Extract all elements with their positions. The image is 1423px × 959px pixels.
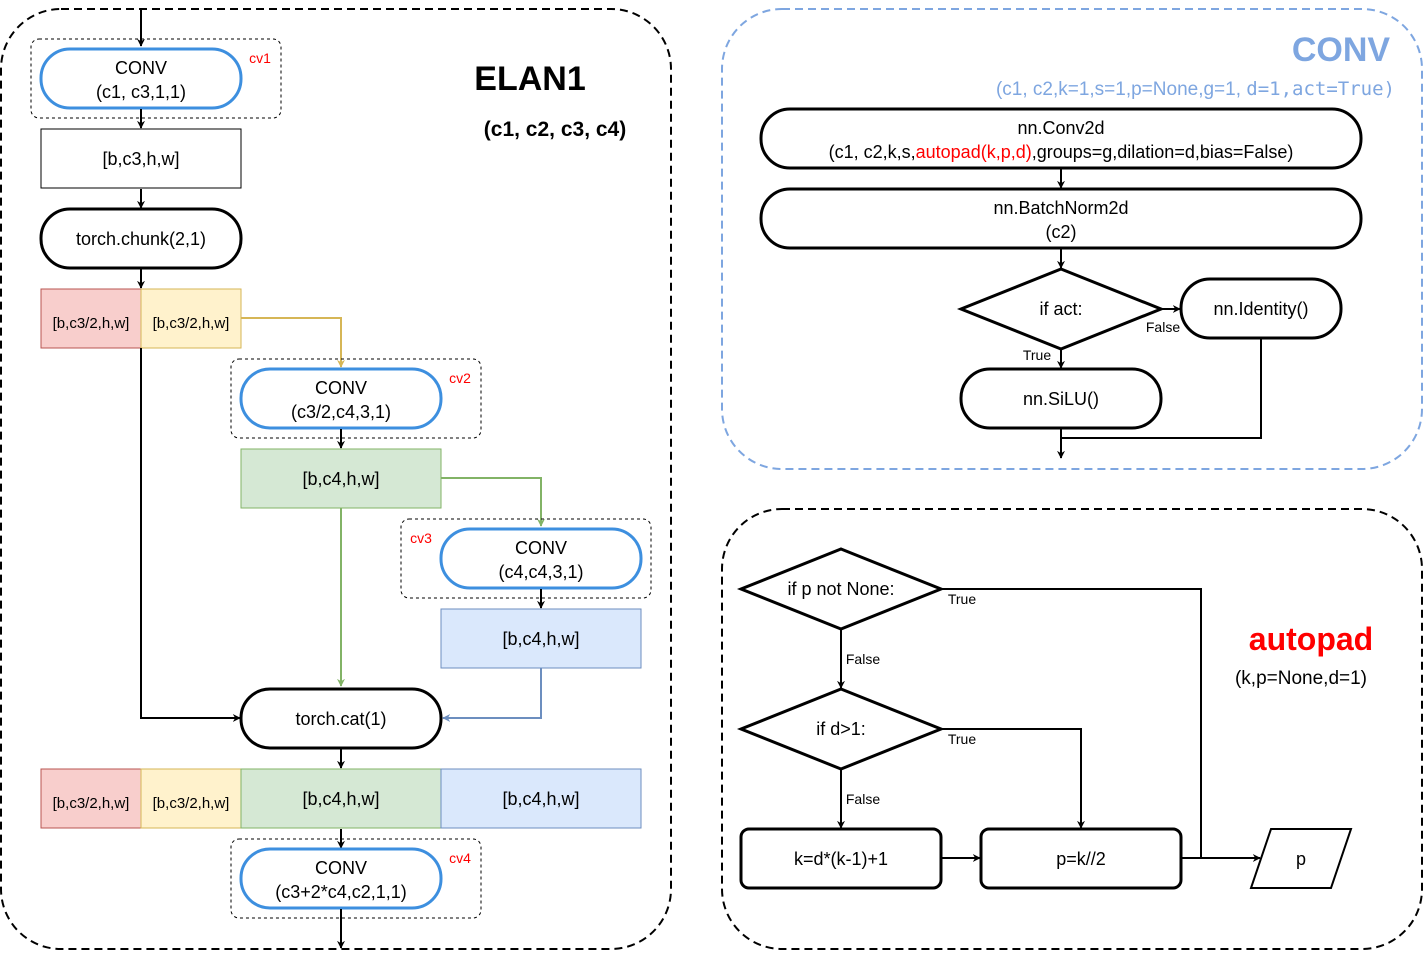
cv4-name: CONV: [315, 858, 367, 878]
cv4-conv-node: [239, 847, 443, 910]
bn-name: nn.BatchNorm2d: [993, 198, 1128, 218]
cv2-group: [230, 358, 482, 439]
conv-panel: [721, 8, 1423, 470]
cat-out-d-box: [440, 768, 642, 829]
conv2d-args: (c1, c2,k,s,autopad(k,p,d),groups=g,dila…: [829, 142, 1294, 162]
cv3-args: (c4,c4,3,1): [498, 562, 583, 582]
if-act-true: True: [1023, 347, 1051, 363]
if-d-true: True: [948, 731, 976, 747]
cat-out-a-label: [b,c3/2,h,w]: [53, 795, 130, 812]
chunk-node: [39, 207, 243, 270]
shape2-label: [b,c4,h,w]: [302, 469, 379, 489]
split-a-label: [b,c3/2,h,w]: [53, 315, 130, 332]
shape3-label: [b,c4,h,w]: [502, 629, 579, 649]
autopad-params: (k,p=None,d=1): [1235, 668, 1367, 689]
elan-title: ELAN1: [474, 60, 585, 98]
arrow-ifp-true: [941, 588, 1202, 858]
cv1-tag: cv1: [249, 50, 271, 66]
cat-out-b-box: [140, 768, 242, 829]
conv2d-args-pre: (c1, c2,k,s,: [829, 142, 916, 162]
arrow-split-a-cat: [140, 348, 241, 722]
cv1-group: [30, 38, 282, 119]
chunk-label: torch.chunk(2,1): [76, 229, 206, 249]
cv1-name: CONV: [115, 58, 167, 78]
if-p-true: True: [948, 591, 976, 607]
if-p-false: False: [846, 651, 880, 667]
cat-out-c-box: [240, 768, 442, 829]
conv-signature: (c1, c2,k=1,s=1,p=None,g=1, d=1,act=True…: [996, 78, 1395, 100]
elan-params: (c1, c2, c3, c4): [484, 118, 626, 141]
cv1-args: (c1, c3,1,1): [96, 82, 186, 102]
bn-node: [759, 187, 1363, 250]
if-p-label: if p not None:: [787, 579, 894, 599]
p-output-label: p: [1296, 849, 1306, 869]
cv3-group: [400, 518, 652, 599]
cat-label: torch.cat(1): [295, 709, 386, 729]
cv4-tag: cv4: [449, 850, 471, 866]
cv2-conv-node: [239, 367, 443, 430]
conv2d-args-autopad: autopad(k,p,d): [916, 142, 1032, 162]
p-output-node: [1249, 828, 1353, 889]
if-act-label: if act:: [1039, 299, 1082, 319]
cat-out-c-label: [b,c4,h,w]: [302, 789, 379, 809]
split-b-label: [b,c3/2,h,w]: [153, 315, 230, 332]
cat-out-d-label: [b,c4,h,w]: [502, 789, 579, 809]
elan-panel: [0, 8, 672, 950]
conv-title: CONV: [1292, 31, 1391, 69]
split-b-box: [140, 288, 242, 349]
cv1-conv-node: [39, 47, 243, 110]
conv2d-name: nn.Conv2d: [1017, 118, 1104, 138]
cat-out-a-box: [40, 768, 142, 829]
if-act-false: False: [1146, 319, 1180, 335]
cv3-conv-node: [439, 527, 643, 590]
cat-out-b-label: [b,c3/2,h,w]: [153, 795, 230, 812]
split-a-box: [40, 288, 142, 349]
autopad-title: autopad: [1249, 621, 1373, 657]
conv-signature-b: d=1,act=True): [1246, 78, 1395, 100]
arrow-split-b-cv2: [241, 317, 345, 368]
arrow-identity-out: [1061, 338, 1262, 439]
cv3-name: CONV: [515, 538, 567, 558]
silu-label: nn.SiLU(): [1023, 389, 1099, 409]
if-d-false: False: [846, 791, 880, 807]
cv2-name: CONV: [315, 378, 367, 398]
cv4-args: (c3+2*c4,c2,1,1): [275, 882, 407, 902]
shape1-box: [40, 128, 242, 189]
if-d-label: if d>1:: [816, 719, 866, 739]
shape3-box: [440, 608, 642, 669]
p-expr-label: p=k//2: [1056, 849, 1106, 869]
conv2d-node: [759, 107, 1363, 170]
conv-signature-a: (c1, c2,k=1,s=1,p=None,g=1,: [996, 79, 1246, 100]
arrow-shape2-cv3: [441, 477, 545, 527]
cv4-group: [230, 838, 482, 919]
cat-node: [239, 687, 443, 750]
cv2-args: (c3/2,c4,3,1): [291, 402, 391, 422]
conv2d-args-post: ,groups=g,dilation=d,bias=False): [1032, 142, 1294, 162]
k-expr-label: k=d*(k-1)+1: [794, 849, 888, 869]
arrow-ifd-p: [941, 728, 1085, 829]
arrow-shape3-cat: [442, 668, 542, 722]
cv3-tag: cv3: [410, 530, 432, 546]
autopad-panel: [721, 508, 1423, 950]
shape1-label: [b,c3,h,w]: [102, 149, 179, 169]
bn-args: (c2): [1046, 222, 1077, 242]
cv2-tag: cv2: [449, 370, 471, 386]
identity-label: nn.Identity(): [1213, 299, 1308, 319]
